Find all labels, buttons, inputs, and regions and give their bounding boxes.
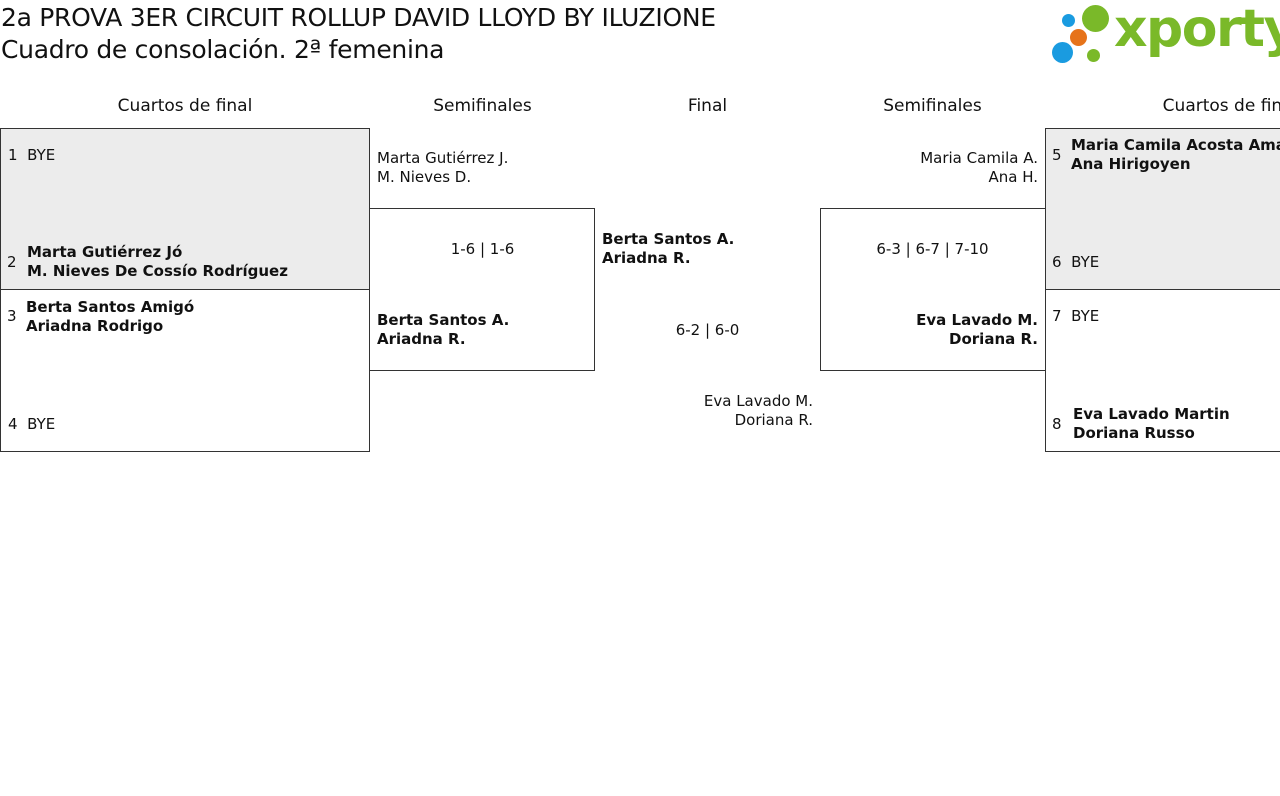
entry-right-qf-7: 7 BYE: [1052, 307, 1099, 326]
player-name: Berta Santos A.: [377, 311, 510, 329]
round-header-right-qf: Cuartos de final: [1162, 96, 1280, 116]
logo-dot-blue-small: [1062, 14, 1075, 27]
bye-label: BYE: [27, 146, 56, 164]
player-name: Maria Camila Acosta Amado: [1071, 136, 1280, 154]
round-header-final: Final: [687, 96, 728, 116]
player-name: M. Nieves De Cossío Rodríguez: [27, 262, 288, 280]
entry-right-qf-8: Eva Lavado Martin Doriana Russo: [1073, 405, 1230, 443]
entry-left-qf-1: 1 BYE: [8, 146, 55, 165]
xporty-logo: xporty: [1052, 0, 1280, 66]
player-name: Berta Santos A.: [602, 230, 735, 248]
round-header-left-sf: Semifinales: [433, 96, 532, 116]
player-name: M. Nieves D.: [377, 168, 472, 186]
logo-dot-green-small: [1087, 49, 1100, 62]
player-name: Ariadna R.: [377, 330, 466, 348]
seed-number: 7: [1052, 307, 1062, 325]
entry-right-sf-bottom: Eva Lavado M. Doriana R.: [820, 311, 1038, 349]
entry-final-runner-up: Eva Lavado M. Doriana R.: [595, 392, 813, 430]
bye-label: BYE: [27, 415, 56, 433]
player-name: Eva Lavado M.: [703, 392, 813, 410]
seed-number: 1: [8, 146, 18, 164]
player-name: Ana Hirigoyen: [1071, 155, 1191, 173]
entry-left-qf-4: 4 BYE: [8, 415, 55, 434]
seed-number: 8: [1052, 415, 1062, 433]
entry-left-qf-3: Berta Santos Amigó Ariadna Rodrigo: [26, 298, 194, 336]
score-right-sf: 6-3 | 6-7 | 7-10: [876, 240, 989, 258]
logo-dot-blue-large: [1052, 42, 1073, 63]
seed-number: 4: [8, 415, 18, 433]
round-header-left-qf: Cuartos de final: [117, 96, 253, 116]
seed-number: 5: [1052, 146, 1062, 164]
entry-right-qf-6: 6 BYE: [1052, 253, 1099, 272]
tournament-title: 2a PROVA 3ER CIRCUIT ROLLUP DAVID LLOYD …: [1, 3, 716, 32]
match-box-right-qf-1: [1045, 128, 1280, 290]
entry-left-qf-2: Marta Gutiérrez Jó M. Nieves De Cossío R…: [27, 243, 288, 281]
match-box-right-qf-2: [1045, 289, 1280, 452]
player-name: Ariadna R.: [602, 249, 691, 267]
entry-right-qf-5: Maria Camila Acosta Amado Ana Hirigoyen: [1071, 136, 1280, 174]
logo-wordmark: xporty: [1114, 0, 1280, 59]
score-left-sf: 1-6 | 1-6: [450, 240, 515, 258]
player-name: Eva Lavado Martin: [1073, 405, 1230, 423]
player-name: Marta Gutiérrez Jó: [27, 243, 183, 261]
match-box-left-qf-1: [0, 128, 370, 290]
seed-number: 3: [7, 307, 17, 325]
player-name: Berta Santos Amigó: [26, 298, 195, 316]
logo-dot-green-large: [1082, 5, 1109, 32]
entry-final-winner: Berta Santos A. Ariadna R.: [602, 230, 734, 268]
player-name: Doriana R.: [949, 330, 1038, 348]
player-name: Marta Gutiérrez J.: [377, 149, 509, 167]
draw-subtitle: Cuadro de consolación. 2ª femenina: [1, 35, 445, 64]
match-box-left-sf: [369, 208, 595, 371]
player-name: Maria Camila A.: [920, 149, 1038, 167]
score-final: 6-2 | 6-0: [675, 321, 740, 339]
player-name: Eva Lavado M.: [916, 311, 1038, 329]
entry-left-sf-top: Marta Gutiérrez J. M. Nieves D.: [377, 149, 508, 187]
logo-dot-orange: [1070, 29, 1087, 46]
bye-label: BYE: [1071, 253, 1100, 271]
entry-left-sf-bottom: Berta Santos A. Ariadna R.: [377, 311, 509, 349]
round-header-right-sf: Semifinales: [883, 96, 982, 116]
player-name: Ana H.: [988, 168, 1038, 186]
seed-number: 6: [1052, 253, 1062, 271]
entry-right-sf-top: Maria Camila A. Ana H.: [820, 149, 1038, 187]
player-name: Doriana Russo: [1073, 424, 1195, 442]
player-name: Ariadna Rodrigo: [26, 317, 164, 335]
bye-label: BYE: [1071, 307, 1100, 325]
seed-number: 2: [7, 253, 17, 271]
player-name: Doriana R.: [734, 411, 813, 429]
